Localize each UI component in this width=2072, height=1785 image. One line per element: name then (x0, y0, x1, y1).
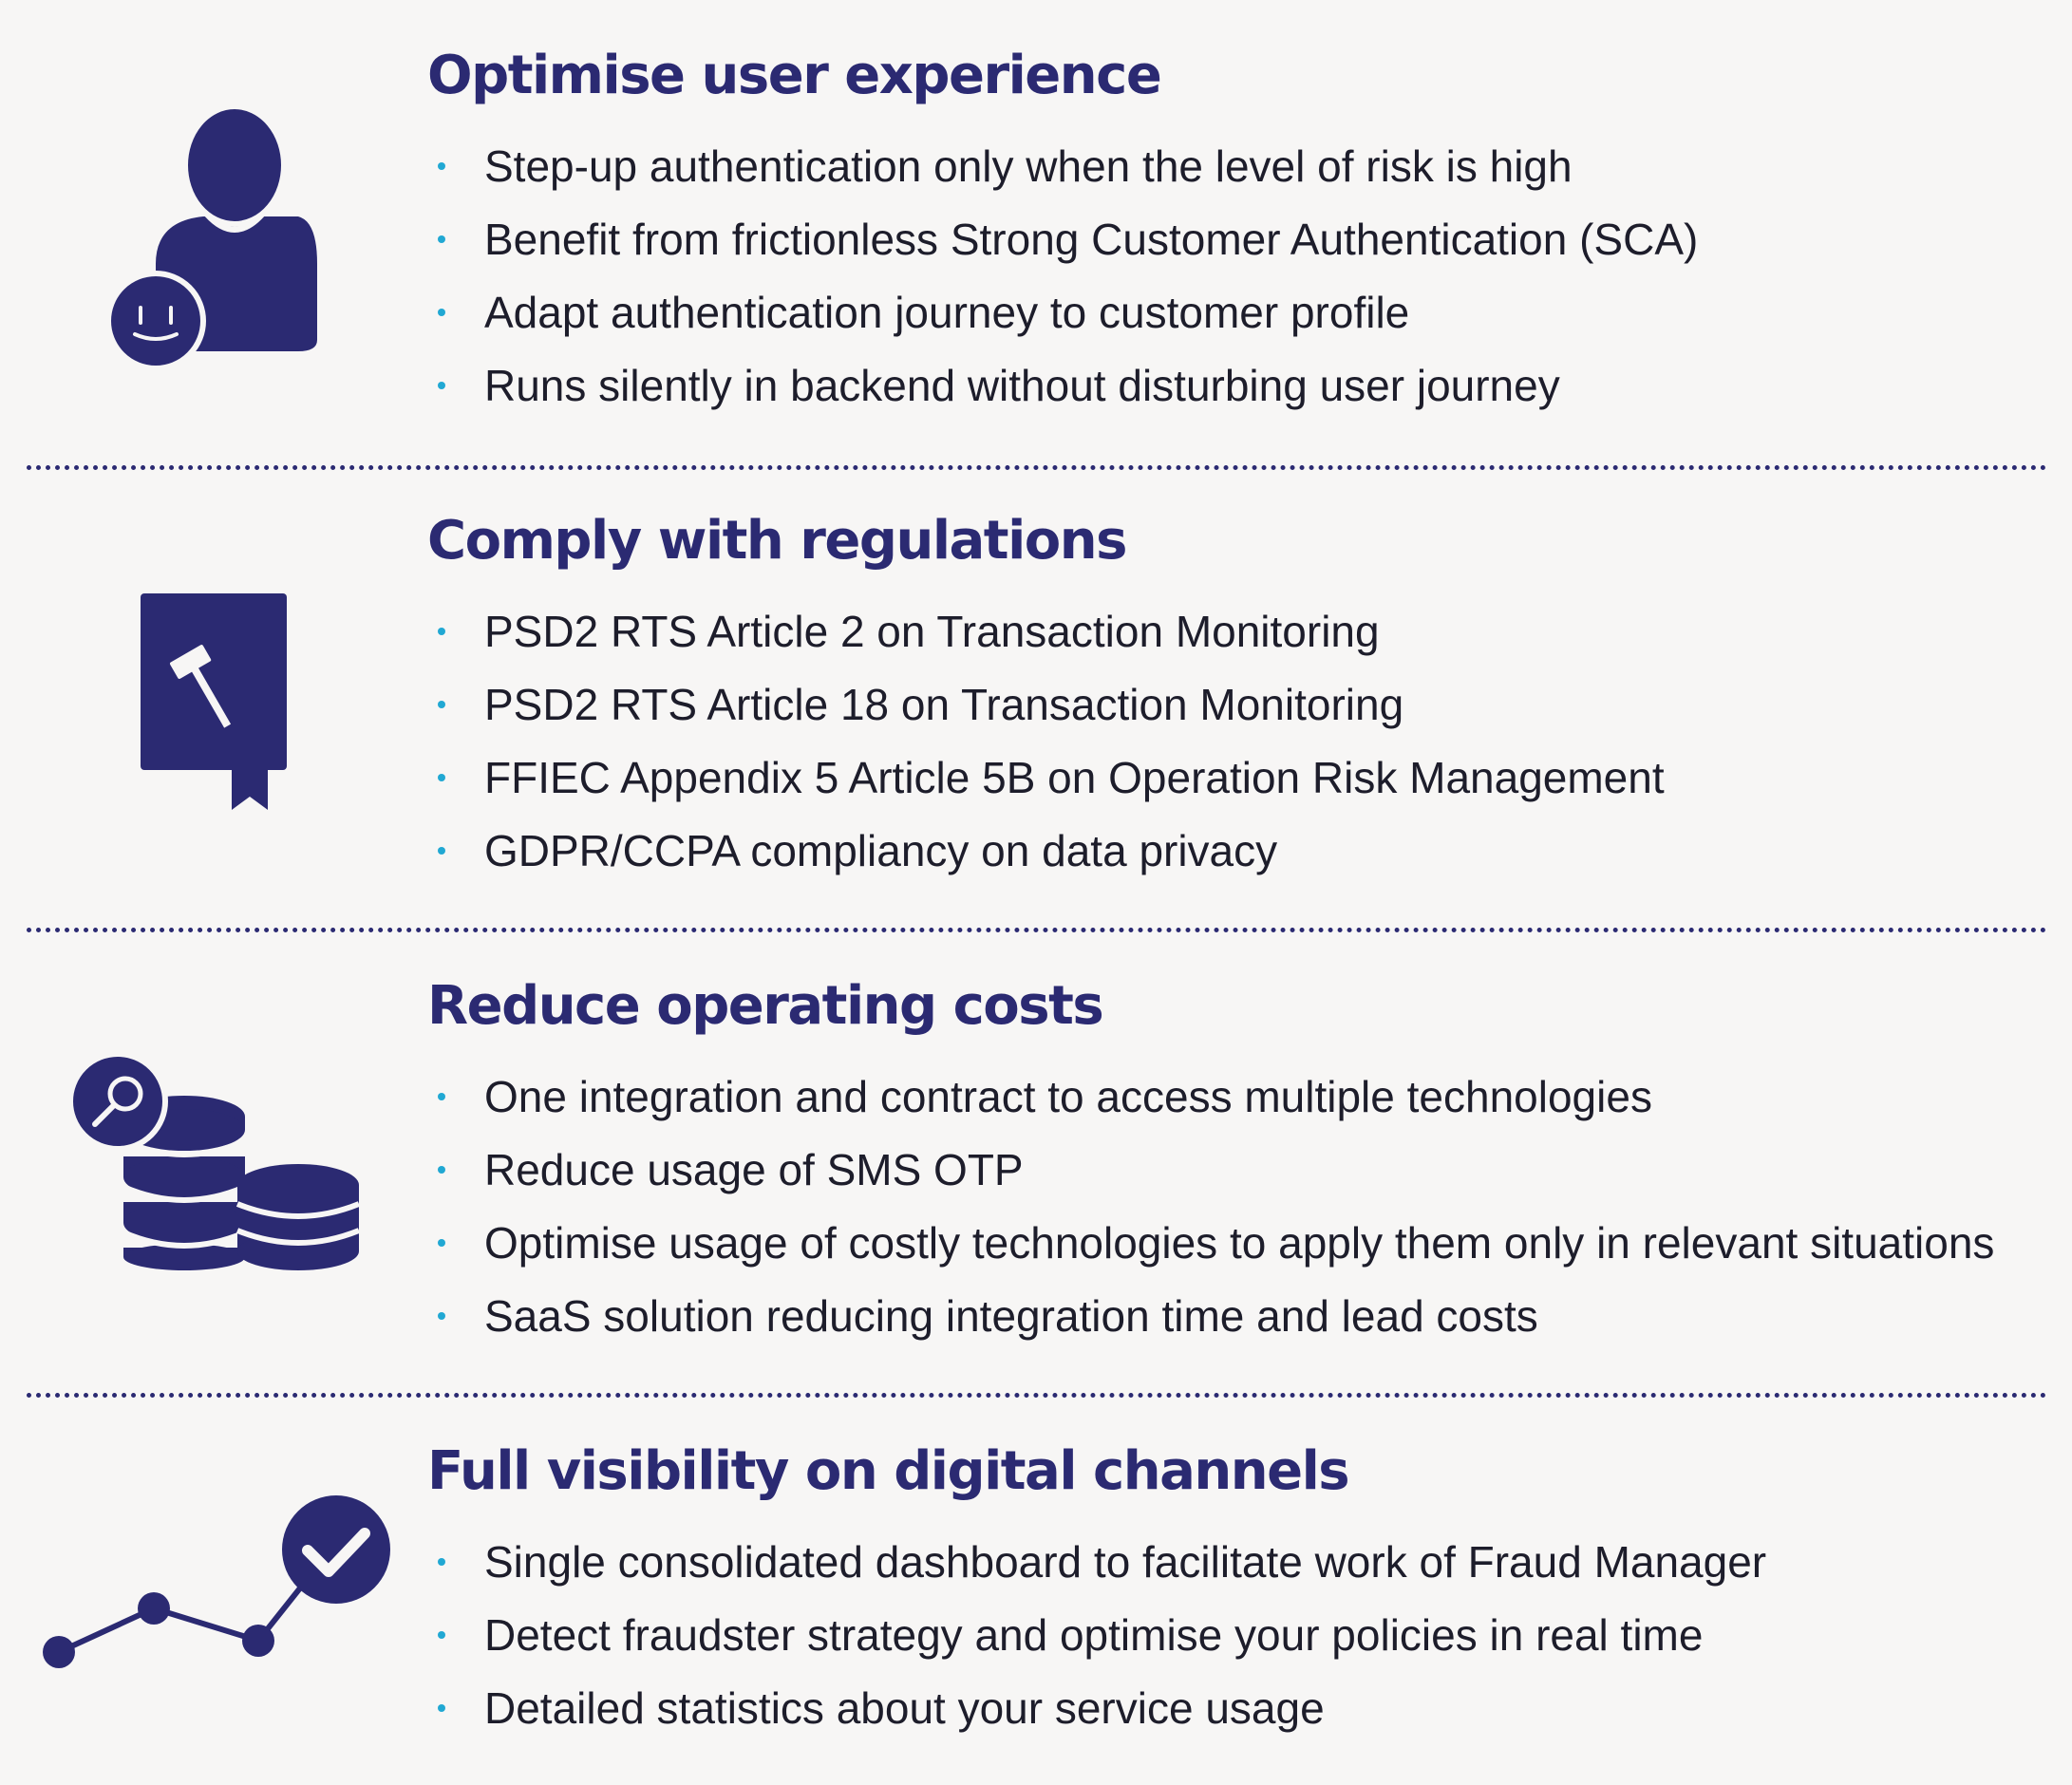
bullet-dot (438, 1631, 445, 1639)
bullet-dot (438, 1704, 445, 1712)
section-title: Optimise user experience (427, 45, 1162, 106)
coins-magnifier-icon (67, 1051, 365, 1272)
bullet-list: Single consolidated dashboard to facilit… (437, 1540, 1766, 1759)
list-item: Detect fraudster strategy and optimise y… (437, 1613, 1766, 1686)
section-operating-costs: Reduce operating costs One integration a… (67, 975, 1995, 1367)
bullet-dot (438, 235, 445, 243)
list-item: Single consolidated dashboard to facilit… (437, 1540, 1766, 1613)
list-item: Benefit from frictionless Strong Custome… (437, 217, 1698, 291)
bullet-dot (438, 382, 445, 389)
section-divider (27, 1393, 2047, 1398)
list-item: PSD2 RTS Article 2 on Transaction Monito… (437, 610, 1665, 683)
bullet-list: Step-up authentication only when the lev… (437, 144, 1698, 437)
list-item: Detailed statistics about your service u… (437, 1686, 1766, 1759)
bullet-dot (438, 1558, 445, 1566)
bullet-list: PSD2 RTS Article 2 on Transaction Monito… (437, 610, 1665, 902)
section-regulations: Comply with regulations PSD2 RTS Article… (141, 510, 1665, 902)
section-title: Full visibility on digital channels (427, 1440, 1350, 1502)
list-item: FFIEC Appendix 5 Article 5B on Operation… (437, 756, 1665, 829)
bullet-dot (438, 628, 445, 635)
bullet-dot (438, 701, 445, 708)
bullet-dot (438, 1166, 445, 1174)
law-book-gavel-icon (141, 593, 289, 812)
bullet-dot (438, 847, 445, 855)
list-item: SaaS solution reducing integration time … (437, 1294, 1994, 1367)
section-divider (27, 928, 2047, 932)
list-item: Adapt authentication journey to customer… (437, 291, 1698, 364)
bullet-dot (438, 774, 445, 781)
list-item: Reduce usage of SMS OTP (437, 1148, 1994, 1221)
section-divider (27, 465, 2047, 470)
user-smiley-icon (104, 103, 332, 371)
bullet-dot (438, 1093, 445, 1100)
bullet-dot (438, 1312, 445, 1320)
bullet-dot (438, 309, 445, 316)
bullet-dot (438, 1239, 445, 1247)
list-item: PSD2 RTS Article 18 on Transaction Monit… (437, 683, 1665, 756)
section-title: Comply with regulations (427, 510, 1127, 572)
list-item: GDPR/CCPA compliancy on data privacy (437, 829, 1665, 902)
list-item: One integration and contract to access m… (437, 1075, 1994, 1148)
chart-checkmark-icon (38, 1495, 399, 1671)
list-item: Step-up authentication only when the lev… (437, 144, 1698, 217)
bullet-dot (438, 162, 445, 170)
list-item: Runs silently in backend without disturb… (437, 364, 1698, 437)
bullet-list: One integration and contract to access m… (437, 1075, 1994, 1367)
section-user-experience: Optimise user experience Step-up authent… (0, 0, 2072, 465)
section-title: Reduce operating costs (427, 975, 1104, 1037)
list-item: Optimise usage of costly technologies to… (437, 1221, 1994, 1294)
